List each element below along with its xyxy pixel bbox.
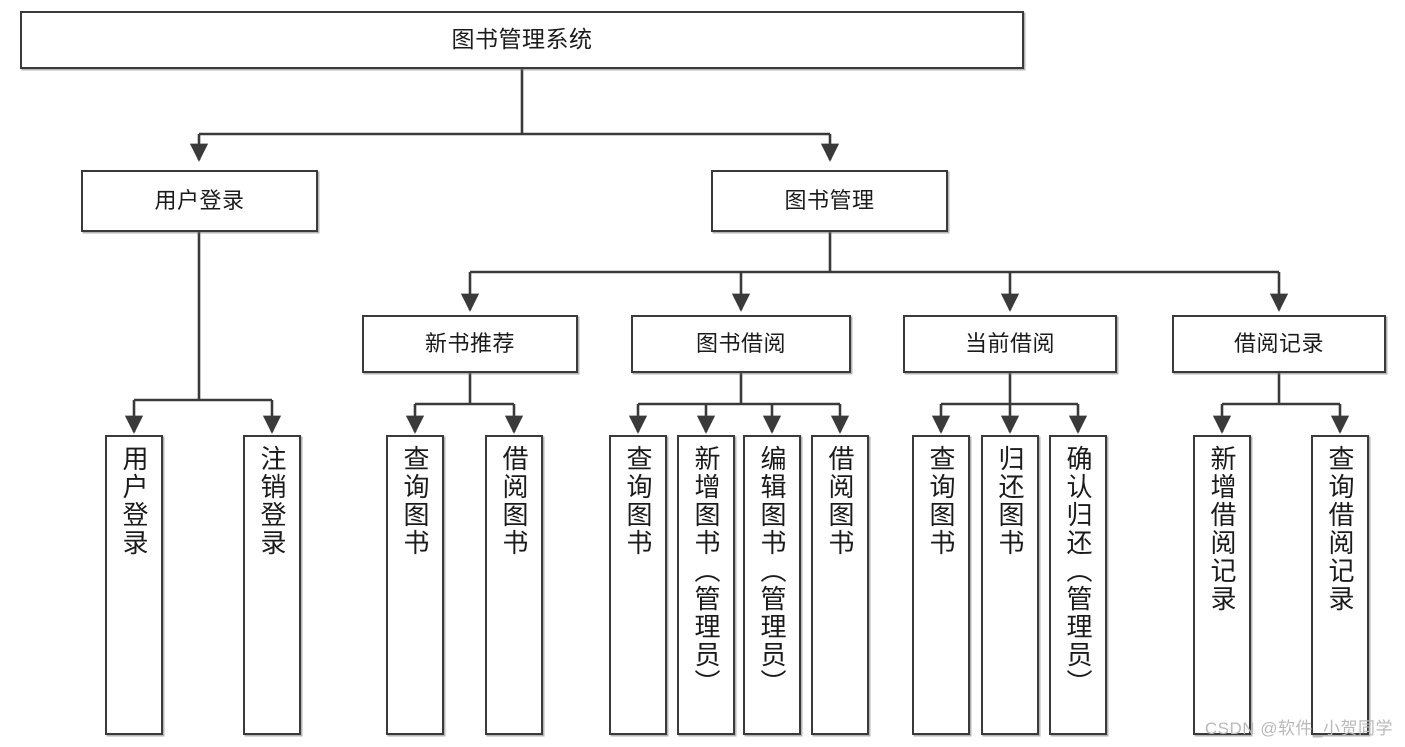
node-label: 新增图书（管理员）	[691, 445, 721, 697]
leaf-add-book-admin[interactable]: 新增图书（管理员）	[677, 435, 735, 735]
node-label: 确认归还（管理员）	[1063, 445, 1093, 697]
node-new-book-recommend[interactable]: 新书推荐	[362, 315, 578, 373]
node-label: 当前借阅	[964, 331, 1055, 357]
node-label: 借阅图书	[825, 445, 855, 557]
leaf-edit-book-admin[interactable]: 编辑图书（管理员）	[743, 435, 801, 735]
leaf-add-borrow-record[interactable]: 新增借阅记录	[1193, 435, 1251, 735]
node-label: 注销登录	[257, 445, 287, 557]
leaf-borrow-book-recommend[interactable]: 借阅图书	[485, 435, 543, 735]
node-label: 查询图书	[623, 445, 653, 557]
leaf-return-book[interactable]: 归还图书	[981, 435, 1039, 735]
leaf-confirm-return-admin[interactable]: 确认归还（管理员）	[1049, 435, 1107, 735]
node-label: 查询图书	[926, 445, 956, 557]
node-label: 图书管理	[784, 188, 875, 214]
node-book-management[interactable]: 图书管理	[711, 170, 948, 232]
node-label: 新书推荐	[424, 331, 515, 357]
leaf-borrow-book[interactable]: 借阅图书	[811, 435, 869, 735]
node-label: 图书借阅	[695, 331, 786, 357]
node-label: 借阅记录	[1233, 331, 1324, 357]
leaf-query-book-recommend[interactable]: 查询图书	[386, 435, 444, 735]
leaf-query-borrow-record[interactable]: 查询借阅记录	[1311, 435, 1369, 735]
node-label: 用户登录	[119, 445, 149, 557]
node-borrow-records[interactable]: 借阅记录	[1172, 315, 1386, 373]
leaf-query-book-borrow[interactable]: 查询图书	[609, 435, 667, 735]
node-root-system[interactable]: 图书管理系统	[20, 11, 1024, 69]
node-label: 图书管理系统	[451, 26, 593, 53]
node-current-borrow[interactable]: 当前借阅	[903, 315, 1117, 373]
node-label: 借阅图书	[499, 445, 529, 557]
node-label: 查询图书	[400, 445, 430, 557]
node-label: 新增借阅记录	[1207, 445, 1237, 613]
watermark: CSDN @软件_小贺同学	[1204, 719, 1393, 738]
leaf-logout[interactable]: 注销登录	[243, 435, 301, 735]
node-label: 用户登录	[154, 188, 245, 214]
node-label: 查询借阅记录	[1325, 445, 1355, 613]
node-label: 编辑图书（管理员）	[757, 445, 787, 697]
leaf-query-book-current[interactable]: 查询图书	[912, 435, 970, 735]
leaf-user-login[interactable]: 用户登录	[105, 435, 163, 735]
node-user-login[interactable]: 用户登录	[81, 170, 318, 232]
node-label: 归还图书	[995, 445, 1025, 557]
node-book-borrow[interactable]: 图书借阅	[631, 315, 851, 373]
